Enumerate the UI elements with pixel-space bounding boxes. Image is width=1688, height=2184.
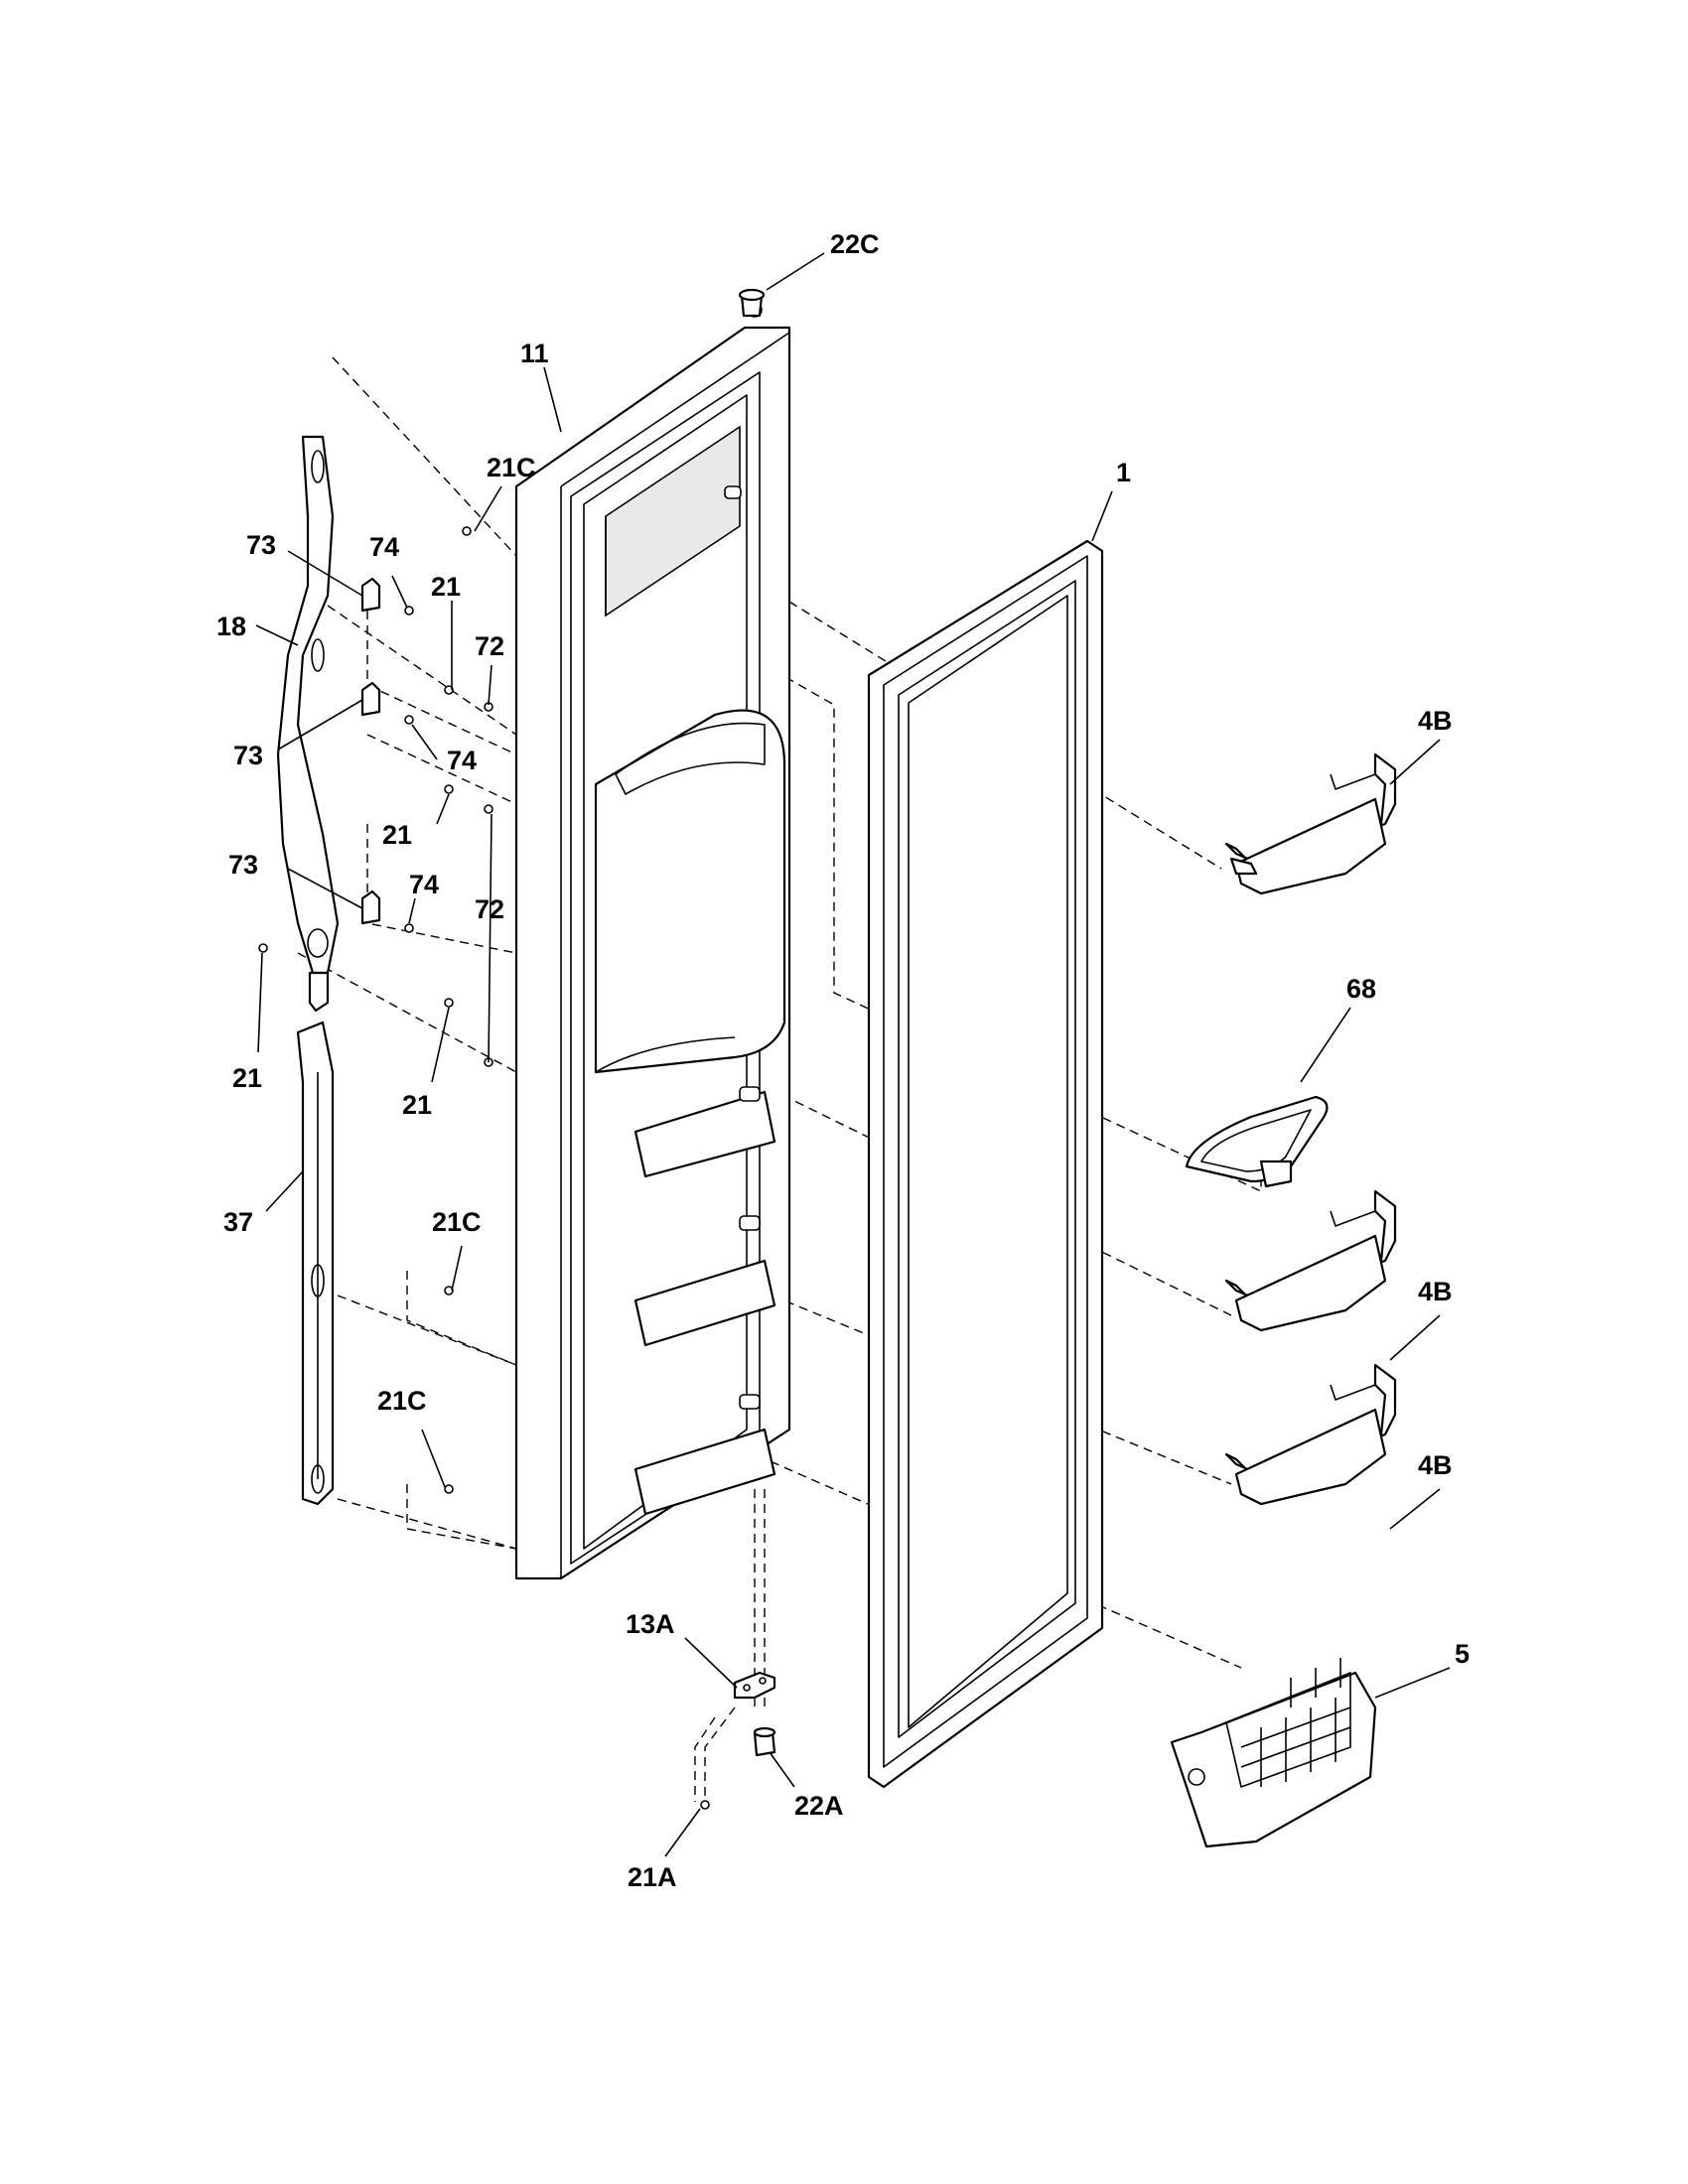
callout-4b-a: 4B	[1418, 706, 1453, 736]
callout-13a: 13A	[626, 1609, 675, 1639]
callout-4b-c: 4B	[1418, 1450, 1453, 1480]
door-bin-4b-middle	[1224, 1189, 1397, 1332]
callout-21-a: 21	[431, 572, 461, 602]
callout-21a: 21A	[628, 1862, 677, 1892]
hinge-bracket-13a	[733, 1671, 776, 1700]
clips-73	[360, 577, 381, 925]
callout-5: 5	[1455, 1639, 1470, 1669]
callout-74-b: 74	[447, 746, 477, 775]
door-handle-37	[296, 1021, 335, 1506]
funnel-68	[1185, 1095, 1329, 1188]
bushing-22a	[753, 1726, 776, 1757]
door-liner-11	[514, 302, 791, 1580]
callout-37: 37	[223, 1207, 253, 1237]
door-bin-4b-top	[1224, 752, 1397, 895]
callout-21-d: 21	[402, 1090, 432, 1120]
callout-4b-b: 4B	[1418, 1277, 1453, 1306]
callout-73-c: 73	[228, 850, 258, 880]
callout-21-c: 21	[232, 1063, 262, 1093]
callout-21c-low: 21C	[377, 1386, 427, 1416]
callout-22a: 22A	[794, 1791, 844, 1821]
callout-72-a: 72	[475, 631, 504, 661]
door-bin-4b-bottom	[1224, 1363, 1397, 1506]
callout-74-a: 74	[369, 532, 399, 562]
callout-74-c: 74	[409, 870, 439, 899]
callout-labels: 22C 11 21C 1 73 74 21 18 72 73 74 21 73 …	[216, 229, 1470, 1892]
callout-11: 11	[520, 339, 549, 368]
door-handle-18	[276, 435, 340, 1013]
callout-72-b: 72	[475, 894, 504, 924]
basket-bin-5	[1170, 1658, 1377, 1848]
callout-1: 1	[1116, 458, 1131, 487]
callout-21c-top: 21C	[487, 453, 536, 482]
callout-18: 18	[216, 612, 246, 641]
callout-73-b: 73	[233, 741, 263, 770]
callout-21c-mid: 21C	[432, 1207, 482, 1237]
bushing-22c	[738, 288, 766, 318]
callout-21-b: 21	[382, 820, 412, 850]
callout-73-a: 73	[246, 530, 276, 560]
leader-lines	[255, 252, 1451, 1857]
callout-22c: 22C	[830, 229, 880, 259]
door-gasket-1	[867, 539, 1104, 1789]
callout-68: 68	[1346, 974, 1376, 1004]
